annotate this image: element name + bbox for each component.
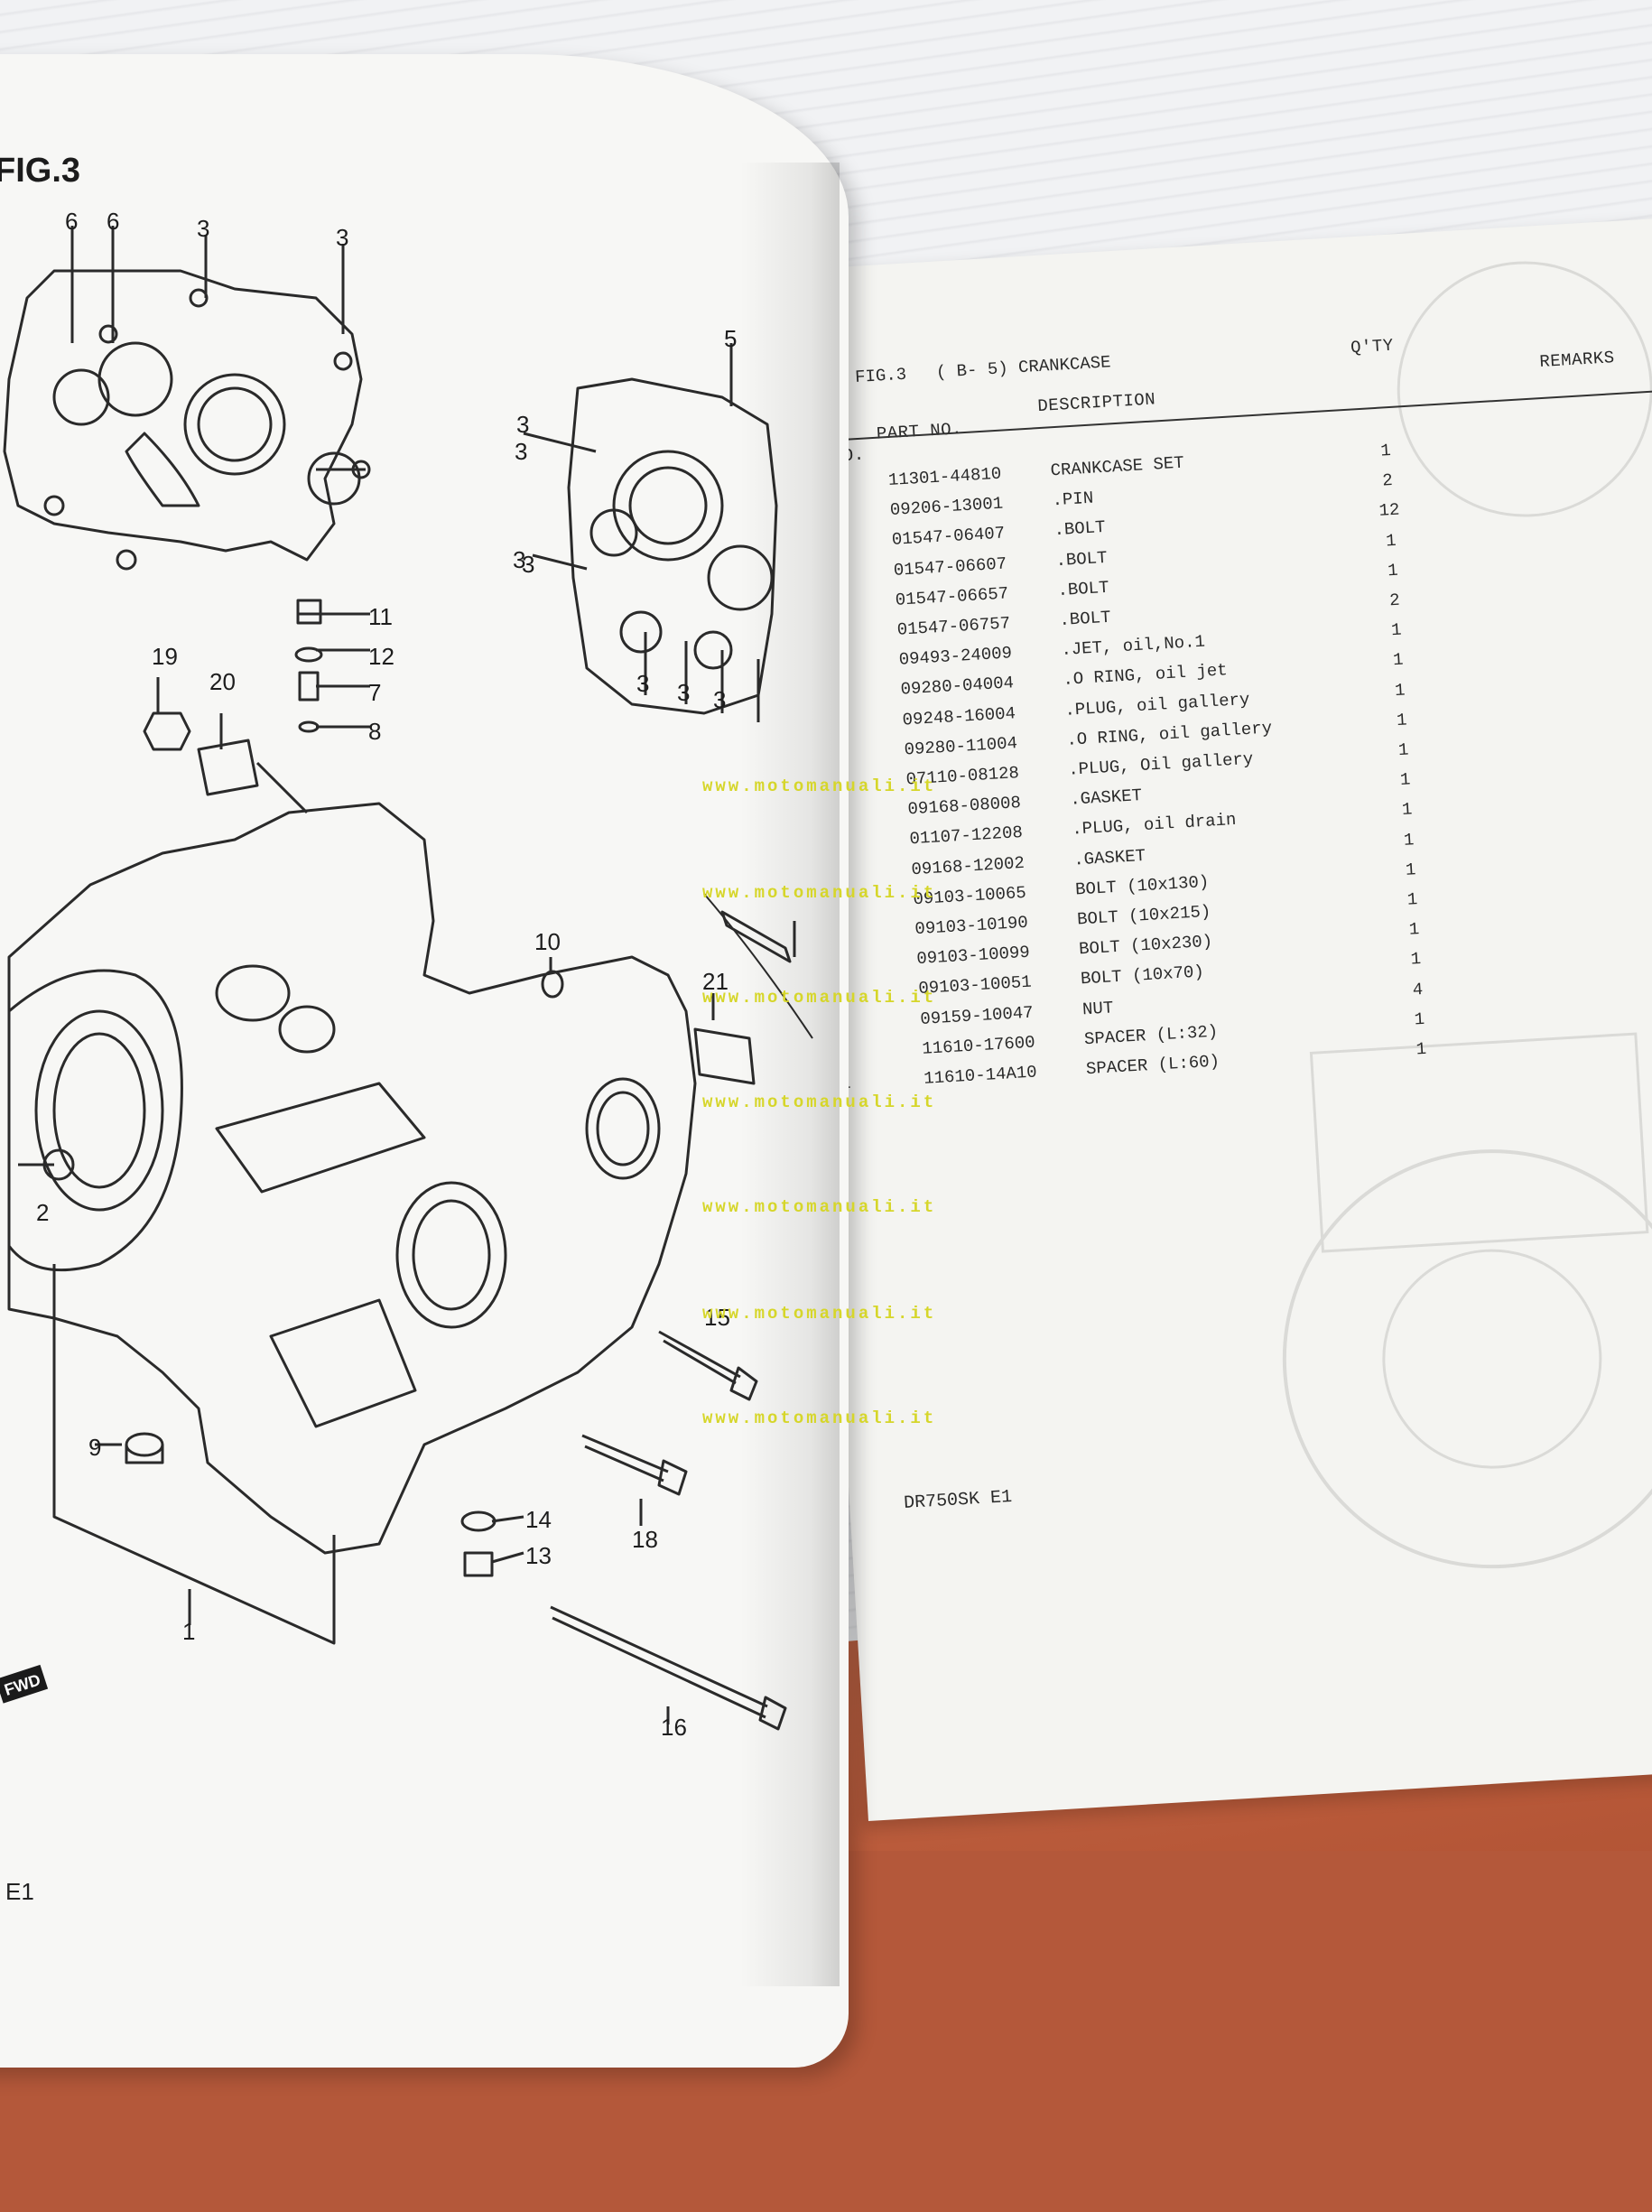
callout-number: 3	[516, 411, 530, 438]
callout-number: 13	[525, 1542, 552, 1569]
qty-cell: 2	[1388, 590, 1401, 611]
watermark-text: www.motomanuali.it	[702, 776, 937, 796]
callout-number: 19	[152, 643, 178, 670]
qty-cell: 1	[1414, 1008, 1425, 1030]
callout-number: 6	[65, 208, 79, 235]
qty-cell: 1	[1406, 889, 1418, 910]
callout-number: 18	[632, 1526, 658, 1553]
watermark-text: www.motomanuali.it	[702, 1304, 937, 1324]
callout-number: 11	[368, 603, 393, 630]
callout-number: 3	[513, 546, 526, 573]
qty-cell: 1	[1390, 619, 1403, 641]
bolt-15	[658, 1330, 758, 1401]
callout-number: 1	[182, 1618, 196, 1645]
description-cell: CRANKCASE SET	[1050, 452, 1185, 481]
callout-number: 3	[336, 224, 349, 251]
bolt-17-dash	[703, 893, 813, 1039]
part-no-cell: 11301-44810	[887, 463, 1002, 491]
spacer-21	[693, 1027, 756, 1085]
callout-number: 3	[515, 438, 528, 465]
callout-number: 6	[107, 208, 120, 235]
qty-cell: 1	[1385, 530, 1397, 552]
callout-number: 3	[197, 215, 210, 242]
nut-part	[143, 711, 191, 751]
left-page-footer: E1	[5, 1878, 34, 1905]
callout-number: 3	[677, 679, 691, 706]
callout-number: 3	[522, 551, 535, 578]
qty-cell: 1	[1397, 739, 1410, 761]
bleed-through-drawing	[1282, 261, 1652, 1569]
main-crankcase	[7, 802, 697, 1555]
qty-cell: 1	[1401, 799, 1413, 821]
callout-number: 5	[724, 325, 738, 352]
qty-cell: 1	[1405, 859, 1416, 880]
qty-cell: 1	[1396, 710, 1408, 730]
callout-number: 3	[636, 670, 650, 697]
qty-cell: 1	[1403, 829, 1415, 850]
watermark-text: www.motomanuali.it	[702, 1092, 937, 1112]
watermark-text: www.motomanuali.it	[702, 1197, 937, 1217]
section-title: ( B- 5) CRANKCASE	[935, 352, 1112, 383]
qty-cell: 1	[1394, 680, 1406, 701]
bolt-18	[581, 1434, 688, 1496]
callout-number: 7	[368, 679, 382, 706]
qty-cell: 12	[1378, 499, 1400, 522]
parts-list: FIG.3 ( B- 5) CRANKCASE Q'TY REMARKS DES…	[776, 218, 1652, 1821]
qty-cell: 1	[1399, 769, 1412, 791]
callout-number: 15	[704, 1304, 730, 1331]
callout-number: 8	[368, 718, 382, 745]
qty-cell: 1	[1415, 1038, 1427, 1060]
watermark-text: www.motomanuali.it	[702, 988, 937, 1008]
figure-title: FIG.3	[0, 152, 81, 190]
qty-cell: 2	[1381, 470, 1394, 491]
callout-number: 14	[525, 1506, 552, 1533]
callout-number: 12	[368, 643, 394, 670]
left-case-half	[3, 269, 363, 562]
callout-number: 9	[88, 1434, 102, 1461]
callout-number: 2	[36, 1199, 50, 1226]
bolt-16	[550, 1605, 787, 1731]
fwd-badge: FWD	[0, 1664, 49, 1704]
right-page: FIG.3 ( B- 5) CRANKCASE Q'TY REMARKS DES…	[776, 217, 1652, 1821]
spacer-part	[197, 739, 259, 796]
qty-cell: 1	[1387, 560, 1399, 581]
qty-header: Q'TY	[1350, 335, 1395, 358]
plug-part	[296, 599, 322, 625]
qty-cell: 1	[1379, 440, 1392, 461]
qty-cell: 4	[1412, 979, 1424, 1000]
callout-number: 20	[209, 668, 236, 695]
qty-cell: 1	[1408, 919, 1420, 940]
page-footer-code: DR750SK E1	[903, 1486, 1013, 1515]
callout-number: 3	[713, 686, 727, 713]
watermark-text: www.motomanuali.it	[702, 1408, 937, 1428]
qty-cell: 1	[1410, 949, 1422, 971]
callout-number: 21	[702, 968, 729, 995]
crankcase-exploded-drawing: FWD	[0, 226, 813, 1731]
left-page	[0, 54, 849, 2068]
watermark-text: www.motomanuali.it	[702, 883, 937, 903]
remarks-header: REMARKS	[1538, 348, 1616, 373]
callout-number: 16	[661, 1714, 687, 1741]
description-header: DESCRIPTION	[1036, 389, 1156, 417]
callout-number: 10	[534, 928, 561, 955]
qty-cell: 1	[1392, 649, 1405, 671]
